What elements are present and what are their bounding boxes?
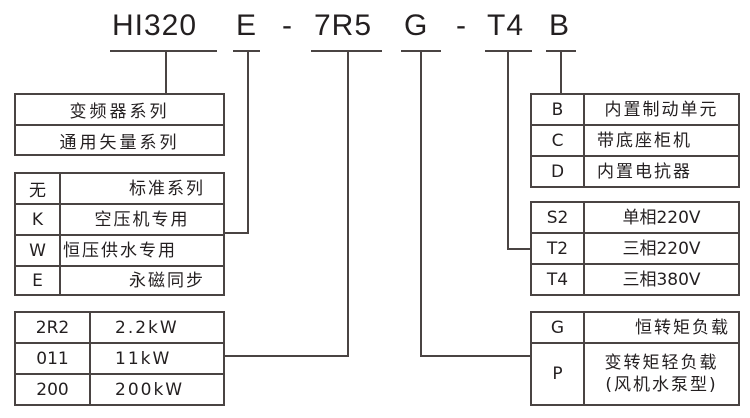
code-option: B	[549, 9, 571, 42]
power-code: 011	[16, 344, 91, 373]
application-code: 无	[16, 174, 61, 203]
application-row: 无 标准系列	[16, 174, 223, 205]
voltage-desc: 单相220V	[622, 207, 701, 228]
voltage-row: T2 三相220V	[532, 234, 738, 265]
application-desc: 标准系列	[129, 178, 205, 199]
code-application: E	[236, 9, 258, 42]
voltage-desc: 三相380V	[622, 269, 701, 290]
connector-power	[224, 51, 349, 357]
series-row: 通用矢量系列	[16, 126, 223, 154]
application-code: E	[16, 267, 61, 294]
application-code: W	[16, 236, 61, 265]
application-row: W 恒压供水专用	[16, 236, 223, 267]
application-row: K 空压机专用	[16, 205, 223, 236]
power-box: 2R2 2.2kW 011 11kW 200 200kW	[14, 311, 225, 406]
option-code: C	[532, 126, 585, 155]
voltage-row: S2 单相220V	[532, 203, 738, 234]
code-voltage: T4	[487, 9, 525, 42]
voltage-code: T2	[532, 234, 585, 263]
load-desc-line1: 变转矩轻负载	[604, 353, 719, 373]
load-row: G 恒转矩负载	[532, 313, 738, 344]
voltage-code: S2	[532, 203, 585, 232]
voltage-code: T4	[532, 265, 585, 294]
application-desc: 永磁同步	[129, 270, 205, 291]
code-power: 7R5	[314, 9, 373, 42]
option-desc: 带底座柜机	[597, 130, 692, 151]
power-row: 200 200kW	[16, 375, 223, 404]
series-label: 通用矢量系列	[59, 132, 180, 153]
code-series: HI320	[112, 9, 198, 42]
option-box: B 内置制动单元 C 带底座柜机 D 内置电抗器	[530, 93, 740, 188]
application-box: 无 标准系列 K 空压机专用 W 恒压供水专用 E 永磁同步	[14, 172, 225, 296]
application-row: E 永磁同步	[16, 267, 223, 294]
voltage-box: S2 单相220V T2 三相220V T4 三相380V	[530, 201, 740, 296]
power-desc: 11kW	[115, 348, 172, 369]
code-dash-1: -	[282, 9, 293, 42]
power-code: 200	[16, 375, 91, 404]
load-code: G	[532, 313, 585, 342]
application-desc: 恒压供水专用	[63, 240, 177, 261]
series-row: 变频器系列	[16, 95, 223, 126]
option-code: B	[532, 95, 585, 124]
code-load: G	[404, 9, 429, 42]
option-desc: 内置电抗器	[597, 161, 692, 182]
power-desc: 2.2kW	[115, 317, 179, 338]
connector-application	[224, 51, 249, 234]
option-row: D 内置电抗器	[532, 157, 738, 186]
power-desc: 200kW	[115, 379, 185, 400]
option-row: C 带底座柜机	[532, 126, 738, 157]
load-desc: 变转矩轻负载 (风机水泵型)	[585, 344, 738, 404]
application-desc: 空压机专用	[94, 209, 190, 230]
power-code: 2R2	[16, 313, 91, 342]
series-box: 变频器系列 通用矢量系列	[14, 93, 225, 156]
option-desc: 内置制动单元	[604, 99, 719, 120]
load-desc: 恒转矩负载	[635, 317, 730, 338]
voltage-desc: 三相220V	[622, 238, 701, 259]
connector-voltage	[507, 51, 530, 250]
voltage-row: T4 三相380V	[532, 265, 738, 294]
load-code: P	[532, 344, 585, 404]
load-row: P 变转矩轻负载 (风机水泵型)	[532, 344, 738, 404]
load-box: G 恒转矩负载 P 变转矩轻负载 (风机水泵型)	[530, 311, 740, 406]
power-row: 011 11kW	[16, 344, 223, 375]
load-desc-line2: (风机水泵型)	[605, 375, 718, 395]
code-dash-2: -	[456, 9, 467, 42]
application-code: K	[16, 205, 61, 234]
connector-load	[420, 51, 530, 357]
option-code: D	[532, 157, 585, 186]
series-label: 变频器系列	[69, 102, 170, 122]
option-row: B 内置制动单元	[532, 95, 738, 126]
power-row: 2R2 2.2kW	[16, 313, 223, 344]
